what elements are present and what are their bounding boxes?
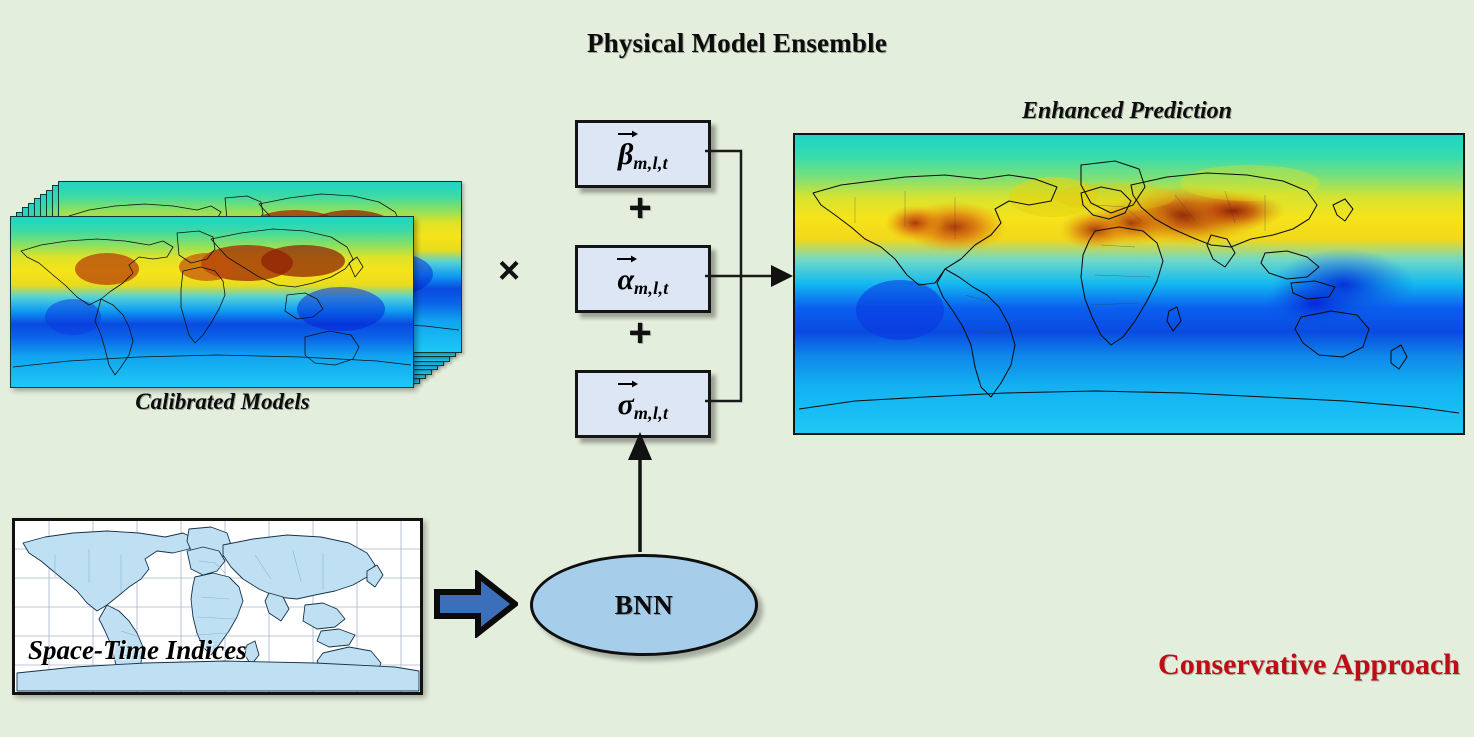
model-layer-front	[10, 216, 414, 388]
beta-parameter-box[interactable]: β m,l,t	[575, 120, 711, 188]
space-time-indices-map	[12, 518, 423, 695]
vector-arrow-icon	[617, 255, 638, 263]
flow-arrow-icon	[434, 570, 518, 638]
enhanced-prediction-caption: Enhanced Prediction	[1021, 98, 1232, 124]
alpha-symbol: α m,l,t	[617, 255, 669, 298]
multiply-operator: ×	[498, 250, 521, 292]
space-time-indices-label: Space-Time Indices	[28, 635, 247, 665]
sigma-glyph: σ	[617, 388, 634, 421]
plus-operator-bottom: +	[628, 311, 652, 355]
plus-operator-top: +	[628, 186, 652, 230]
alpha-subscript: m,l,t	[634, 278, 669, 298]
bnn-node[interactable]: BNN	[530, 554, 758, 656]
calibrated-models-caption: Calibrated Models	[135, 389, 310, 414]
alpha-glyph: α	[617, 263, 635, 296]
sigma-subscript: m,l,t	[633, 403, 669, 423]
vector-arrow-icon	[618, 130, 639, 138]
index-map-graphic	[15, 521, 420, 692]
beta-glyph: β	[618, 138, 634, 171]
conservative-approach-note: Conservative Approach	[1158, 648, 1460, 681]
sigma-parameter-box[interactable]: σ m,l,t	[575, 370, 711, 438]
calibrated-models-stack	[10, 178, 462, 388]
sigma-symbol: σ m,l,t	[617, 380, 669, 423]
beta-symbol: β m,l,t	[618, 130, 668, 173]
beta-subscript: m,l,t	[633, 153, 668, 173]
prediction-map-raster	[795, 135, 1463, 433]
figure-title: Physical Model Ensemble	[586, 28, 888, 58]
vector-arrow-icon	[617, 380, 638, 388]
bnn-label: BNN	[614, 589, 674, 620]
alpha-parameter-box[interactable]: α m,l,t	[575, 245, 711, 313]
enhanced-prediction-map	[793, 133, 1465, 435]
